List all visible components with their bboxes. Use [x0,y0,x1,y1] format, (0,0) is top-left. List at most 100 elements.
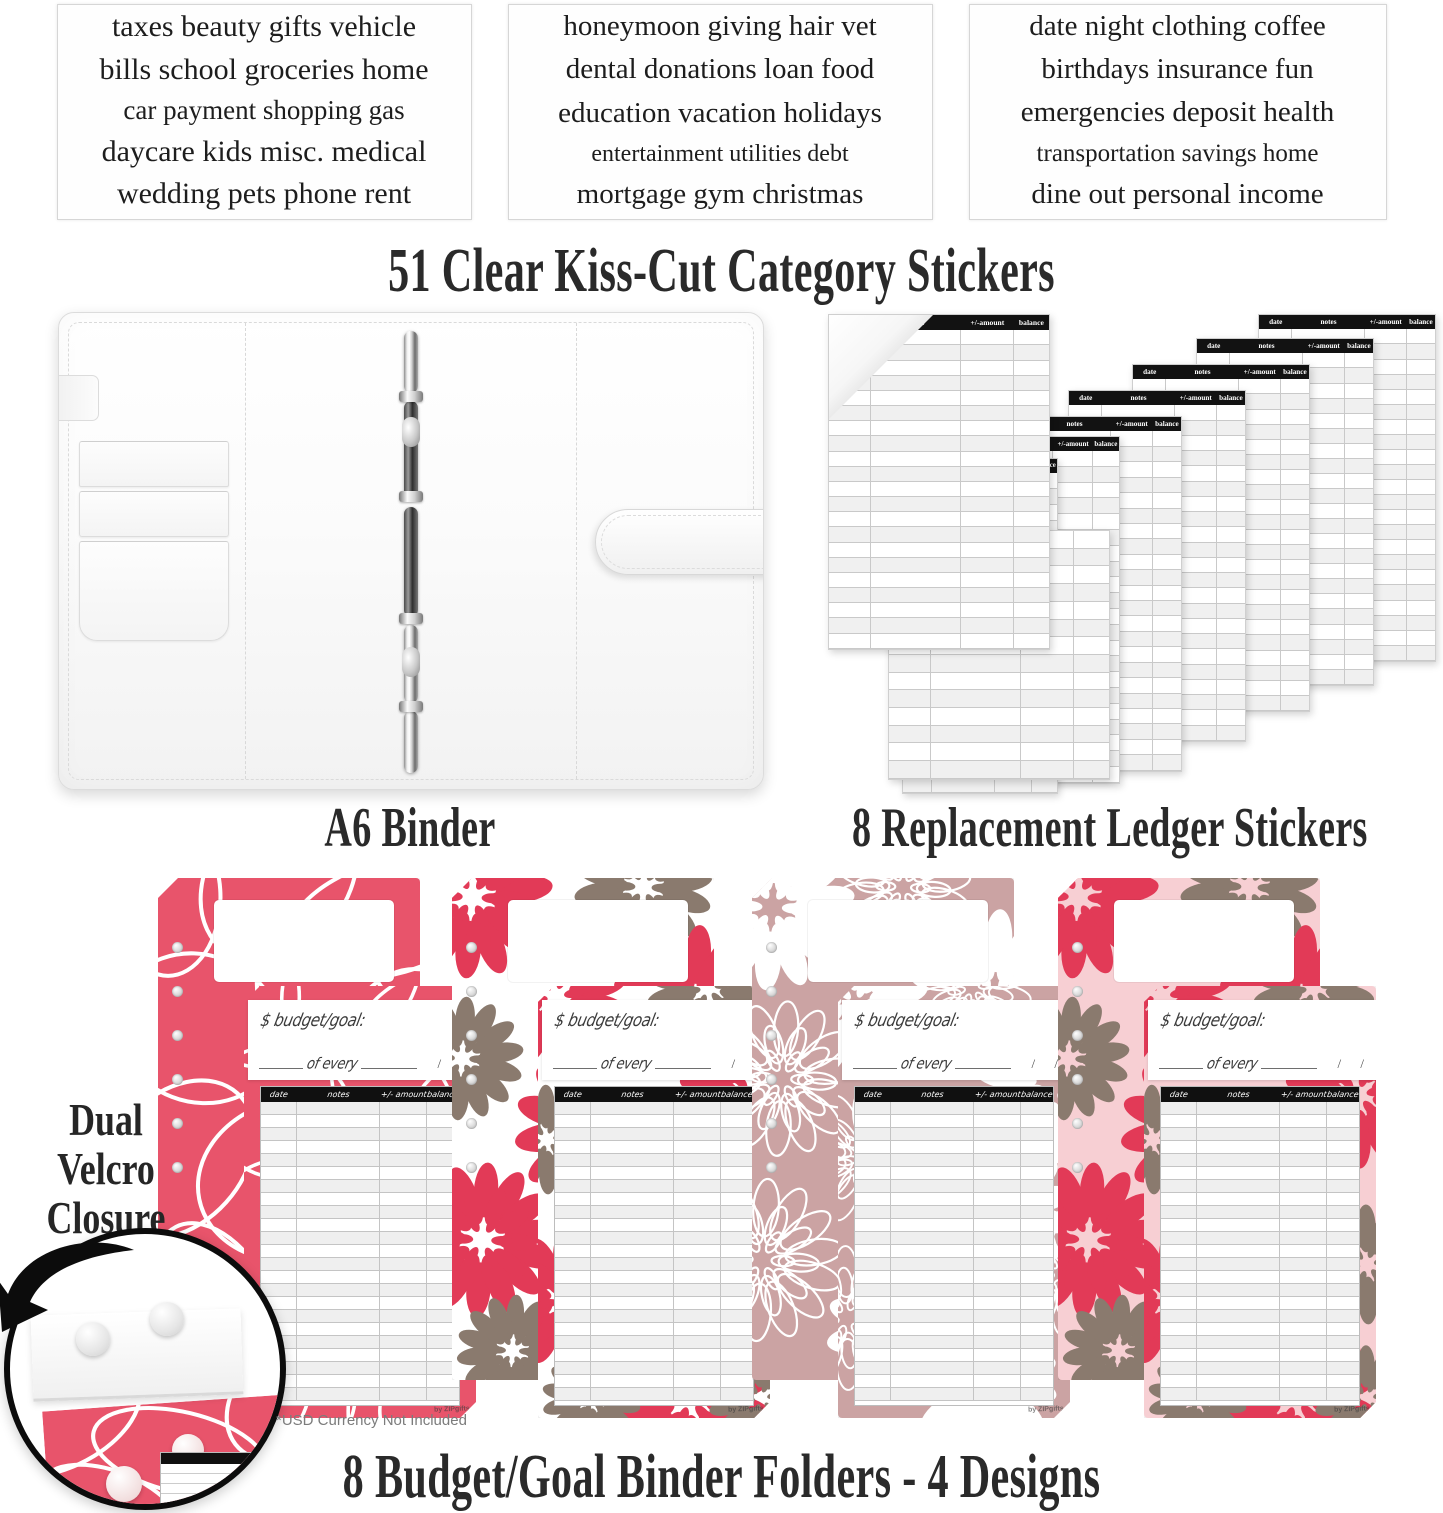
ledger-cell [961,482,1014,496]
ledger-row [889,726,1109,744]
ledger-cell [721,1323,753,1335]
ledger-cell [1021,1284,1053,1296]
binder-punch-hole [766,1074,777,1085]
ledger-cell [961,452,1014,466]
ledger-cell [855,1193,891,1205]
ledger-cell [1197,1193,1280,1205]
ledger-cell [891,1245,974,1257]
ledger-cell [1021,1193,1053,1205]
budget-ledger-row [855,1167,1053,1180]
ledger-cell [961,345,1014,359]
ledger-col-date: date [1197,342,1230,350]
ledger-cell [871,376,961,390]
binder-punch-hole [466,1030,477,1041]
ledger-cell [1345,384,1373,398]
ledger-cell [555,1128,591,1140]
ledger-cell [1345,353,1373,367]
ledger-cell [1280,1232,1328,1244]
ledger-cell [891,1271,974,1283]
ledger-strip-header [161,1453,286,1464]
binder-punch-hole [766,1118,777,1129]
ledger-cell [297,1323,380,1335]
ledger-cell [555,1258,591,1270]
ledger-cell [297,1388,380,1400]
ledger-cell [1197,1336,1280,1348]
ledger-cell [974,1375,1022,1387]
ledger-cell [1280,1284,1328,1296]
ledger-cell [855,1323,891,1335]
ledger-cell [721,1336,753,1348]
ledger-cell [974,1258,1022,1270]
ledger-cell [891,1102,974,1114]
ledger-cell [974,1245,1022,1257]
ledger-cell [1014,603,1049,617]
ledger-cell [674,1245,722,1257]
ledger-cell [721,1349,753,1361]
ledger-cell [591,1102,674,1114]
ledger-cell [1197,1388,1280,1400]
ledger-cell [1153,570,1181,584]
ledger-cell [1217,497,1245,511]
ledger-cell [674,1102,722,1114]
ledger-cell [1021,1141,1053,1153]
ledger-cell [1074,566,1109,583]
ledger-cell [1014,361,1049,375]
ledger-cell [1407,585,1435,599]
binder-punch-hole [1072,942,1083,953]
budget-ledger-row [855,1128,1053,1141]
ledger-cell [1197,1115,1280,1127]
sticker-line: date night clothing coffee [980,12,1376,42]
binder-punch-hole [172,1074,183,1085]
ledger-cell [1153,524,1181,538]
ledger-cell [961,588,1014,602]
ledger-cell [974,1128,1022,1140]
ledger-cell [1014,330,1049,344]
ledger-cell [1021,1258,1053,1270]
ledger-cell [1093,483,1119,498]
ledger-cell [1217,588,1245,602]
sticker-line: honeymoon giving hair vet [519,12,922,42]
write-in-blank [655,1068,711,1069]
ledger-cell [1407,495,1435,509]
ledger-cell [891,1375,974,1387]
ledger-cell [1153,724,1181,738]
ledger-cell [297,1128,380,1140]
ledger-cell [1280,1349,1328,1361]
budget-ledger-row [1161,1284,1359,1297]
sticker-line: wedding pets phone rent [68,179,461,210]
ledger-cell [1014,376,1049,390]
ledger-cell [1281,379,1309,393]
ledger-cell [721,1271,753,1283]
binder-punch-hole [1072,1118,1083,1129]
ledger-cell [1281,575,1309,589]
frequency-line: of every/ / [1159,1056,1372,1072]
ledger-cell [1014,497,1049,511]
ledger-cell [555,1102,591,1114]
ledger-cell [591,1388,674,1400]
ledger-cell [721,1193,753,1205]
ledger-cell [380,1349,428,1361]
ledger-row [889,690,1109,708]
ledger-cell [1093,467,1119,482]
write-in-blank [1261,1068,1317,1069]
ledger-cell [1280,1362,1328,1374]
ledger-cell [591,1206,674,1218]
ledger-cell [674,1362,722,1374]
ring-bar [404,401,418,499]
budget-ledger-row [261,1284,459,1297]
ledger-cell [1153,431,1181,445]
binder-punch-hole [466,1118,477,1129]
budget-ledger-row [555,1388,753,1401]
ledger-cell [1074,549,1109,566]
ledger-cell [1021,1388,1053,1400]
budget-ledger-row [261,1388,459,1401]
budget-ledger-row [261,1115,459,1128]
ledger-cell [1074,620,1109,637]
ledger-cell [1153,616,1181,630]
ledger-cell [261,1115,297,1127]
ledger-col-balance: balance [1153,420,1181,428]
ledger-cell [1153,509,1181,523]
